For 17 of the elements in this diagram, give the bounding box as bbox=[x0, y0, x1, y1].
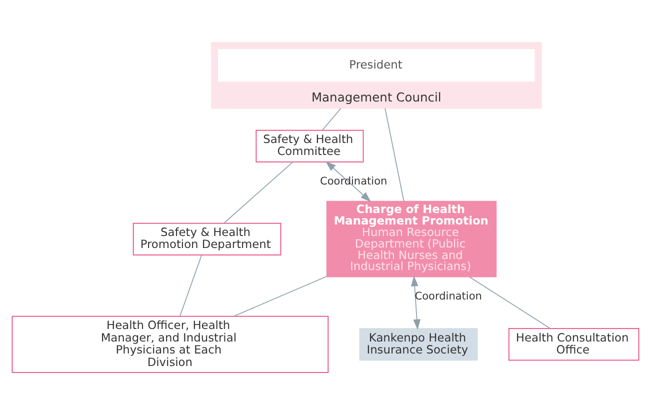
edge-label: Coordination bbox=[414, 290, 482, 302]
connector bbox=[224, 162, 294, 224]
node-box: Safety & Health Committee bbox=[256, 130, 364, 162]
node-box: Health Officer, Health Manager, and Industrial Physicians at Each Division bbox=[12, 316, 329, 373]
connector bbox=[180, 254, 202, 316]
node-box: Safety & Health Promotion Department bbox=[132, 222, 282, 256]
node-box: Charge of Health Management Promotion Human Resource Department (Public Health Nurses and Industrial Physicians) bbox=[326, 200, 497, 278]
connector bbox=[468, 276, 551, 329]
connector bbox=[384, 108, 404, 202]
node-box: Kankenpo Health Insurance Society bbox=[359, 328, 478, 361]
connector bbox=[322, 108, 342, 130]
arrow bbox=[410, 276, 421, 330]
edge-label: Coordination bbox=[320, 175, 388, 188]
node-box: President bbox=[218, 49, 535, 82]
node-box: Health Consultation Office bbox=[508, 328, 640, 361]
arrow bbox=[326, 161, 372, 202]
connector bbox=[233, 276, 328, 317]
